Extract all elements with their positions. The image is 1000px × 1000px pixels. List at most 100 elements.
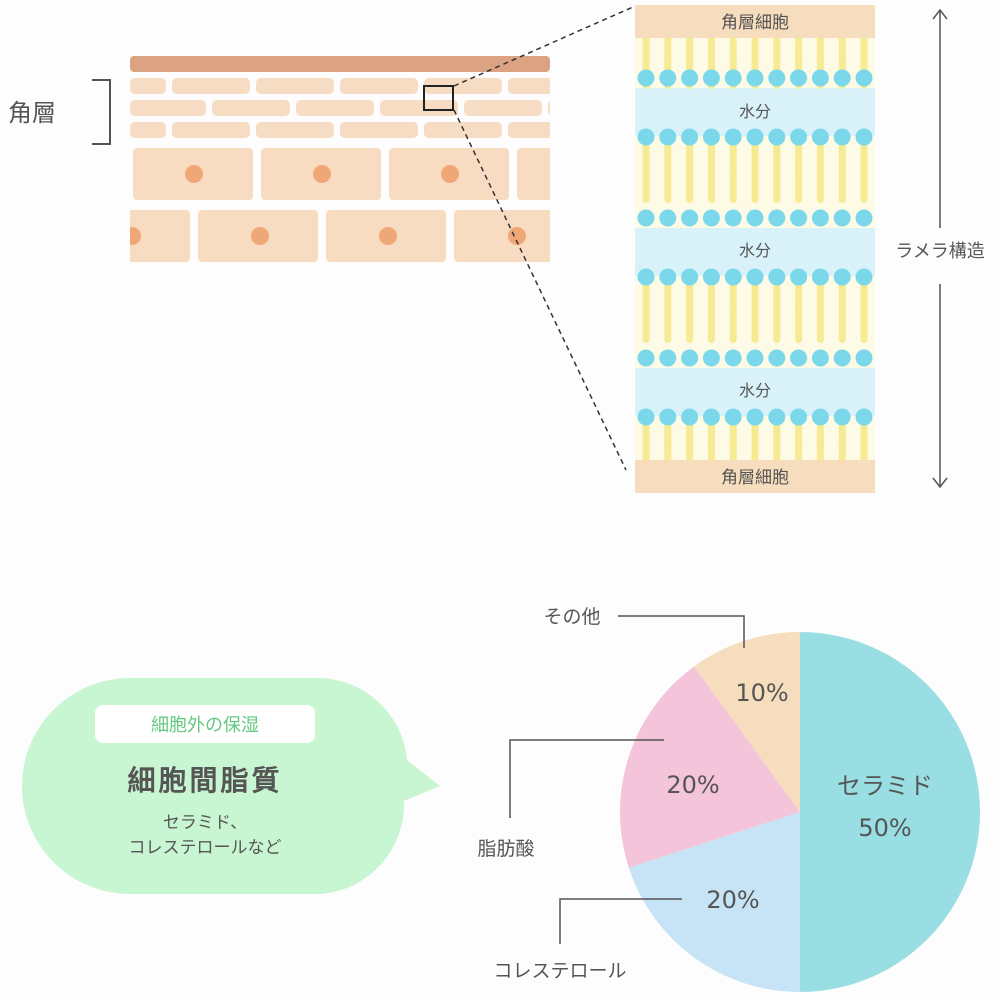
lipid-head xyxy=(659,408,677,426)
lipid-head xyxy=(833,408,851,426)
lipid-head xyxy=(790,69,808,87)
lipid-head xyxy=(855,408,873,426)
lipid-head xyxy=(637,209,655,227)
lipid-head xyxy=(681,408,699,426)
lipid-tail xyxy=(686,166,694,203)
lipid-tail xyxy=(773,306,781,343)
pie-name-fatty-acid: 脂肪酸 xyxy=(477,838,534,860)
lipid-head xyxy=(811,69,829,87)
lipid-tail xyxy=(838,137,846,173)
corneocyte-bottom xyxy=(635,460,875,493)
lipid-tail xyxy=(816,137,824,173)
lipid-head xyxy=(702,69,720,87)
lipid-head xyxy=(746,209,764,227)
bubble-tag-box xyxy=(95,705,315,743)
pie-value-fatty-acid: 20% xyxy=(666,771,719,799)
lipid-tail xyxy=(664,137,672,173)
lipid-head xyxy=(637,128,655,146)
lipid-head xyxy=(855,209,873,227)
lipid-tail xyxy=(838,306,846,343)
lipid-tail xyxy=(686,306,694,343)
lipid-head xyxy=(746,268,764,286)
lipid-head xyxy=(855,128,873,146)
lipid-tail xyxy=(860,137,868,173)
lipid-tail xyxy=(707,277,715,313)
lipid-tails xyxy=(642,26,868,471)
lipid-head xyxy=(790,408,808,426)
skin-cross-section xyxy=(130,56,550,262)
lipid-head xyxy=(681,268,699,286)
lipid-head xyxy=(746,408,764,426)
lipid-head xyxy=(811,408,829,426)
lipid-head xyxy=(637,408,655,426)
lipid-head xyxy=(833,209,851,227)
lipid-head xyxy=(768,209,786,227)
lipid-tail xyxy=(664,277,672,313)
lipid-tail xyxy=(773,277,781,313)
lipid-tail xyxy=(795,306,803,343)
lipid-head xyxy=(790,128,808,146)
corneocyte-bottom-label: 角層細胞 xyxy=(721,468,789,488)
lipid-tail xyxy=(838,277,846,313)
lipid-tail xyxy=(816,166,824,203)
bubble-line-1: セラミド、 xyxy=(163,813,247,833)
lipid-head xyxy=(637,69,655,87)
pie-value-other: 10% xyxy=(735,679,788,707)
speech-bubble: 細胞外の保湿 細胞間脂質 セラミド、 コレステロールなど xyxy=(22,678,440,894)
lipid-head xyxy=(659,209,677,227)
lipid-head xyxy=(659,349,677,367)
lipid-tail xyxy=(816,306,824,343)
stratum-bricks xyxy=(130,78,550,138)
pie-slice-0 xyxy=(800,632,980,992)
lipid-tail xyxy=(707,166,715,203)
lipid-head xyxy=(724,69,742,87)
lipid-head xyxy=(637,268,655,286)
lipid-head xyxy=(702,408,720,426)
lipid-head xyxy=(833,268,851,286)
lipid-head xyxy=(746,349,764,367)
lipid-head xyxy=(681,69,699,87)
lipid-tail xyxy=(860,166,868,203)
zoom-box xyxy=(423,85,454,111)
lipid-head xyxy=(681,349,699,367)
lipid-tail xyxy=(773,166,781,203)
leader-other xyxy=(618,615,745,648)
zoom-line-bottom xyxy=(453,109,627,471)
zoom-line-top xyxy=(453,6,634,87)
lipid-head xyxy=(855,349,873,367)
lipid-head xyxy=(637,349,655,367)
lipid-head xyxy=(702,209,720,227)
lipid-head xyxy=(768,128,786,146)
lipid-head xyxy=(833,128,851,146)
lipid-head xyxy=(746,69,764,87)
bubble-tag: 細胞外の保湿 xyxy=(151,715,259,736)
lipid-tail xyxy=(729,166,737,203)
lipid-head xyxy=(702,268,720,286)
lipid-head xyxy=(746,128,764,146)
lipid-tail xyxy=(729,306,737,343)
water-label-2: 水分 xyxy=(739,241,771,260)
lipid-tail xyxy=(729,137,737,173)
lamella-structure-label: ラメラ構造 xyxy=(895,241,984,262)
lipid-head xyxy=(811,209,829,227)
lipid-head xyxy=(724,209,742,227)
lipid-head xyxy=(724,268,742,286)
pie-slice-3 xyxy=(694,632,800,812)
corneocyte-top xyxy=(635,5,875,38)
lipid-tail xyxy=(816,277,824,313)
lipid-head xyxy=(768,268,786,286)
leader-cholesterol xyxy=(559,898,682,944)
water-band xyxy=(635,368,875,416)
lipid-head xyxy=(702,128,720,146)
lipid-head xyxy=(724,349,742,367)
pie-slice-1 xyxy=(628,812,800,992)
water-label-1: 水分 xyxy=(739,102,771,121)
lipid-head xyxy=(855,268,873,286)
lipid-head xyxy=(811,268,829,286)
lipid-tail xyxy=(795,166,803,203)
lipid-tail xyxy=(860,306,868,343)
lipid-head xyxy=(790,268,808,286)
lipid-head xyxy=(768,349,786,367)
pie-name-cholesterol: コレステロール xyxy=(493,960,626,982)
